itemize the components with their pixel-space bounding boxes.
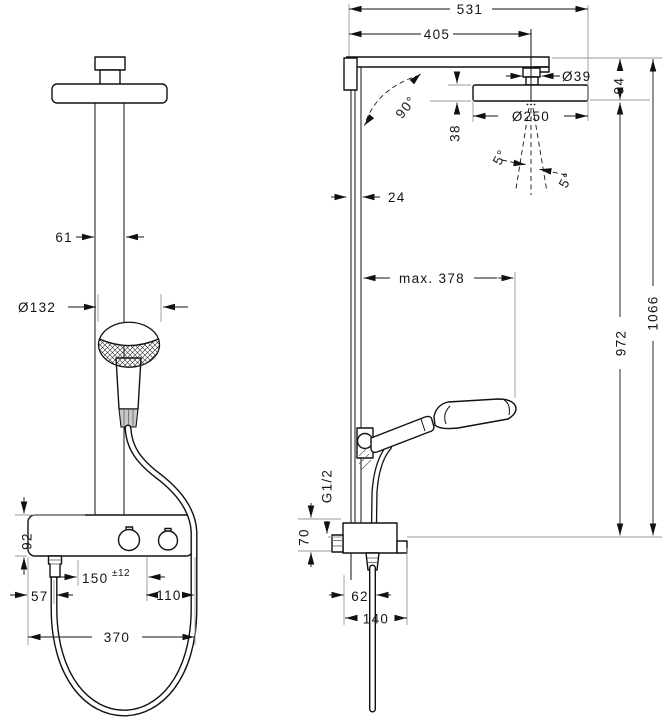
side-holder-endcap xyxy=(396,540,408,554)
dim-supply-spacing: 150 xyxy=(82,571,108,586)
dim-plate-thickness: 38 xyxy=(448,124,463,142)
dim-handshower-reach: max. 378 xyxy=(399,271,465,286)
side-handshower-head xyxy=(433,398,517,430)
front-hose-fitting xyxy=(47,555,63,578)
dim-hose-offset: 57 xyxy=(31,589,49,604)
dim-hose-outlet-offset: 62 xyxy=(351,589,369,604)
side-handle xyxy=(370,415,435,454)
dim-head-drop: 94 xyxy=(612,77,627,95)
side-hose-nipple xyxy=(365,552,380,571)
side-pivot-screw xyxy=(356,432,374,450)
dim-arm-projection-overall: 531 xyxy=(457,2,483,17)
extension-lines xyxy=(15,4,662,645)
front-shower-bar xyxy=(94,103,125,515)
dim-spray-angle-right: 5° xyxy=(556,170,577,191)
side-wall-bracket xyxy=(343,57,358,91)
side-view xyxy=(331,29,589,713)
dim-stud-diameter: Ø39 xyxy=(562,69,591,84)
dim-handle-offset: 110 xyxy=(156,588,181,603)
front-overhead-plate xyxy=(51,83,168,104)
spray-cone-lines xyxy=(515,107,548,195)
dim-valve-height: 92 xyxy=(20,532,35,550)
dim-bar-width: 61 xyxy=(55,230,73,245)
dim-bar-height: 972 xyxy=(614,330,629,356)
front-arm-end xyxy=(94,56,126,71)
dim-connection-offset: 70 xyxy=(297,528,312,546)
dim-spray-angle-left: 5° xyxy=(490,147,511,168)
dim-holder-projection: 140 xyxy=(363,612,389,627)
dim-arm-projection-stud: 405 xyxy=(424,27,450,42)
dim-arm-angle: 90° xyxy=(393,93,420,121)
side-supply-union xyxy=(331,534,344,553)
front-stud xyxy=(99,69,121,86)
dim-valve-width: 370 xyxy=(104,630,130,645)
dim-supply-tolerance: ±12 xyxy=(112,568,130,579)
front-handshower-cap xyxy=(98,321,160,347)
dim-connection-thread: G1/2 xyxy=(320,469,335,503)
front-knob1 xyxy=(117,528,141,552)
dim-overall-height: 1066 xyxy=(646,295,661,330)
dim-plate-diameter: Ø250 xyxy=(512,109,550,124)
dimension-labels: 61 Ø132 92 150 ±12 57 110 370 531 405 Ø3… xyxy=(18,2,661,645)
dimension-lines xyxy=(10,5,657,641)
dim-bar-depth: 24 xyxy=(388,190,406,205)
front-view xyxy=(27,56,198,717)
side-holder xyxy=(342,522,398,554)
side-stud-lower xyxy=(525,76,539,86)
dim-handshower-diameter: Ø132 xyxy=(18,300,56,315)
side-arm xyxy=(346,56,550,68)
front-knob2 xyxy=(157,530,179,551)
